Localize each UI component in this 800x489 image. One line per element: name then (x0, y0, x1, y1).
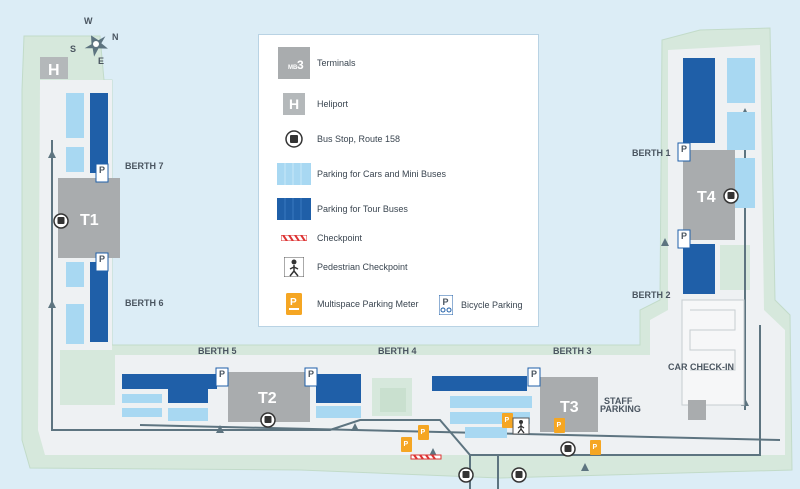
legend-heliport: H Heliport (277, 93, 348, 115)
terminal-t3-label: T3 (560, 399, 579, 416)
staff-parking-label-2: PARKING (600, 404, 641, 414)
berth-4-label: BERTH 4 (378, 346, 417, 356)
pedestrian-checkpoint-icon (277, 257, 311, 277)
legend-bicycle-parking: P Bicycle Parking (437, 295, 523, 315)
heliport-letter: H (48, 62, 60, 79)
bus-stop-icon (277, 129, 311, 149)
parking-meter-icon[interactable]: P (554, 418, 565, 433)
bicycle-parking-icon[interactable]: P (677, 229, 691, 249)
svg-text:P: P (99, 165, 105, 175)
bicycle-parking-icon[interactable]: P (677, 142, 691, 162)
berth-6-label: BERTH 6 (125, 298, 164, 308)
bicycle-parking-icon[interactable]: P (304, 367, 318, 387)
heliport[interactable] (40, 57, 68, 79)
berth-2-label: BERTH 2 (632, 290, 671, 300)
svg-text:P: P (404, 441, 409, 448)
svg-text:P: P (421, 429, 426, 436)
bus-stop-icon[interactable] (458, 467, 474, 483)
bicycle-parking-icon[interactable]: P (95, 163, 109, 183)
car-parking-swatch (277, 163, 311, 185)
berth-3-label: BERTH 3 (553, 346, 592, 356)
legend-heliport-label: Heliport (317, 99, 349, 109)
svg-text:P: P (505, 417, 510, 424)
terminal-t1[interactable] (58, 178, 120, 258)
compass-south: S (70, 44, 76, 54)
compass-north: N (112, 32, 119, 42)
compass-rose: N S E W (70, 16, 119, 66)
parking-meter-icon[interactable]: P (401, 437, 412, 452)
legend-checkpoint-label: Checkpoint (317, 233, 363, 243)
car-checkin-area[interactable] (681, 299, 745, 406)
green-area (60, 350, 115, 405)
svg-text:P: P (681, 144, 687, 154)
legend-bus-parking-label: Parking for Tour Buses (317, 204, 408, 214)
tour-bus-parking[interactable] (90, 58, 715, 403)
bicycle-parking-icon[interactable]: P (527, 367, 541, 387)
legend-terminals-label: Terminals (317, 58, 356, 68)
checkin-lanes (689, 309, 736, 371)
svg-text:P: P (219, 369, 225, 379)
parking-meter-icon[interactable]: P (590, 440, 601, 455)
terminal-t1-label: T1 (80, 212, 99, 229)
berth-1-label: BERTH 1 (632, 148, 671, 158)
svg-text:3: 3 (297, 58, 304, 72)
bus-stop-icon[interactable] (723, 188, 739, 204)
compass-west: W (84, 16, 93, 26)
svg-text:P: P (308, 369, 314, 379)
legend-bus-stop-label: Bus Stop, Route 158 (317, 134, 401, 144)
svg-text:P: P (531, 369, 537, 379)
svg-text:H: H (289, 96, 299, 112)
berth-7-label: BERTH 7 (125, 161, 164, 171)
legend-bus-parking: Parking for Tour Buses (277, 198, 408, 220)
svg-text:MB: MB (288, 65, 298, 71)
legend-checkpoint: Checkpoint (277, 233, 362, 243)
parking-meter-icon: P (277, 293, 311, 315)
legend-ped-checkpoint-label: Pedestrian Checkpoint (317, 262, 408, 272)
bus-stop-icon[interactable] (260, 412, 276, 428)
bus-stop-icon[interactable] (53, 213, 69, 229)
car-parking[interactable] (66, 58, 755, 438)
bicycle-parking-icon[interactable]: P (215, 367, 229, 387)
terminal-t4-label: T4 (697, 189, 716, 206)
checkpoint-icon (277, 235, 311, 241)
parking-meter-icon[interactable]: P (502, 413, 513, 428)
staff-parking-label: STAFF (604, 396, 633, 406)
svg-text:P: P (99, 254, 105, 264)
checkin-building (688, 400, 706, 420)
parking-meter-icon[interactable]: P (418, 425, 429, 440)
bus-parking-swatch (277, 198, 311, 220)
legend-parking-meter-label: Multispace Parking Meter (317, 299, 419, 309)
svg-text:P: P (593, 444, 598, 451)
svg-text:P: P (443, 297, 449, 307)
legend-car-parking-label: Parking for Cars and Mini Buses (317, 169, 447, 179)
heliport-icon: H (277, 93, 311, 115)
bus-stop-icon[interactable] (511, 467, 527, 483)
legend-ped-checkpoint: Pedestrian Checkpoint (277, 257, 408, 277)
svg-text:P: P (290, 297, 297, 308)
car-checkin-label: CAR CHECK-IN (668, 362, 734, 372)
bicycle-parking-icon[interactable]: P (95, 252, 109, 272)
legend-bicycle-parking-label: Bicycle Parking (461, 300, 523, 310)
bus-stop-icon[interactable] (560, 441, 576, 457)
legend-bus-stop: Bus Stop, Route 158 (277, 129, 400, 149)
legend-car-parking: Parking for Cars and Mini Buses (277, 163, 446, 185)
legend-parking-meter: P Multispace Parking Meter (277, 293, 419, 315)
bicycle-parking-icon: P (437, 295, 455, 315)
svg-text:P: P (557, 422, 562, 429)
green-area (380, 388, 406, 412)
compass-east: E (98, 56, 104, 66)
terminal-t3[interactable] (540, 377, 598, 432)
terminal-t2-label: T2 (258, 390, 277, 407)
berth-5-label: BERTH 5 (198, 346, 237, 356)
checkpoint-icon (410, 454, 442, 460)
svg-text:P: P (681, 231, 687, 241)
pedestrian-checkpoint-icon (512, 417, 530, 435)
